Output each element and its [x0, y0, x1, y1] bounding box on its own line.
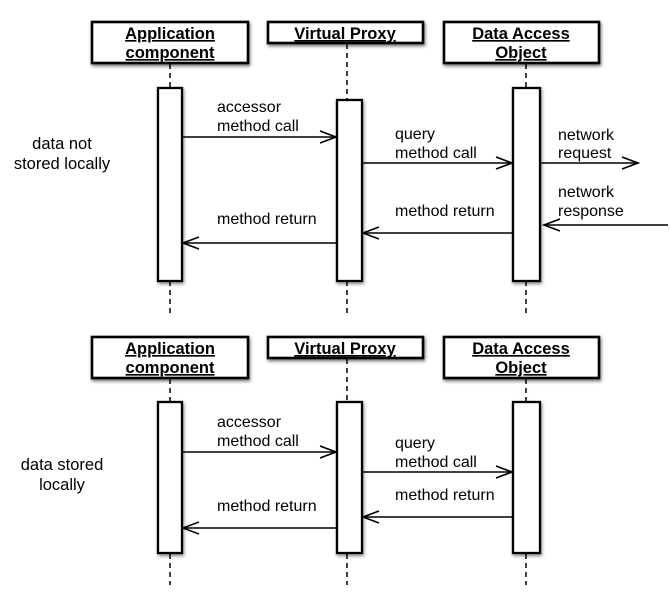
- participant-data-access-object: Data Access Object: [442, 335, 601, 380]
- participant-label-line2: component: [126, 44, 215, 62]
- participant-label-line1: Virtual Proxy: [294, 25, 396, 43]
- scenario-label-line1: data not: [32, 135, 92, 153]
- message-label-accessor-line2: method call: [217, 118, 299, 135]
- scenario-label-line2: stored locally: [14, 155, 111, 173]
- message-label-network-request-line1: network: [558, 127, 615, 144]
- participant-virtual-proxy: Virtual Proxy: [266, 335, 425, 360]
- message-label-query-line2: method call: [395, 454, 477, 471]
- activation-bar-data-access-object: [511, 400, 542, 555]
- activation-bar-virtual-proxy: [335, 400, 364, 555]
- message-label-query-line1: query: [395, 435, 435, 452]
- activation-bar-application: [156, 86, 184, 283]
- message-label-method-return-dao: method return: [395, 487, 495, 504]
- message-label-method-return-dao: method return: [395, 203, 495, 220]
- participant-virtual-proxy: Virtual Proxy: [266, 20, 425, 45]
- participant-data-access-object: Data Access Object: [442, 20, 601, 65]
- participant-box: [442, 335, 601, 380]
- diagram-data-stored-locally: data stored locally Application componen…: [21, 335, 601, 585]
- message-label-accessor-line2: method call: [217, 433, 299, 450]
- scenario-label-line1: data stored: [21, 456, 104, 474]
- message-label-network-request-line2: request: [558, 145, 612, 162]
- participant-label-line1: Virtual Proxy: [294, 340, 396, 358]
- participant-box: [90, 20, 250, 65]
- message-label-accessor-line1: accessor: [217, 414, 282, 431]
- participant-label-line1: Application: [125, 25, 215, 43]
- participant-label-line2: Object: [495, 44, 547, 62]
- participant-box: [266, 335, 425, 360]
- message-label-accessor-line1: accessor: [217, 99, 282, 116]
- activation-bar-application: [156, 400, 184, 555]
- participant-label-line2: Object: [495, 359, 547, 377]
- participant-label-line2: component: [126, 359, 215, 377]
- message-label-method-return-app: method return: [217, 498, 317, 515]
- participant-application-component: Application component: [90, 20, 250, 65]
- activation-bar-data-access-object: [511, 86, 542, 283]
- participant-box: [442, 20, 601, 65]
- message-label-query-line1: query: [395, 126, 435, 143]
- participant-label-line1: Data Access: [472, 25, 570, 43]
- participant-box: [266, 20, 425, 45]
- scenario-label-line2: locally: [39, 476, 86, 494]
- diagram-data-not-stored-locally: data not stored locally Application comp…: [14, 20, 668, 313]
- participant-label-line1: Application: [125, 340, 215, 358]
- message-label-network-response-line2: response: [558, 203, 624, 220]
- message-label-query-line2: method call: [395, 145, 477, 162]
- participant-application-component: Application component: [90, 335, 250, 380]
- participant-label-line1: Data Access: [472, 340, 570, 358]
- participant-box: [90, 335, 250, 380]
- activation-bar-virtual-proxy: [335, 98, 364, 283]
- message-label-network-response-line1: network: [558, 184, 615, 201]
- message-label-method-return-app: method return: [217, 211, 317, 228]
